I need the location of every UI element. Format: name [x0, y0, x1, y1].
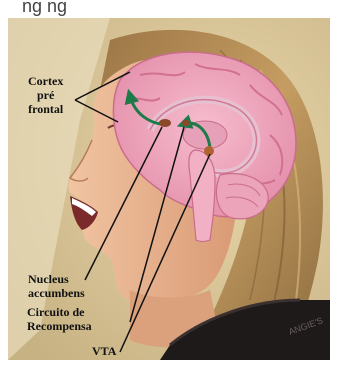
- label-nucleus-accumbens: Nucleus accumbens: [28, 272, 85, 300]
- label-circuito-de-recompensa: Circuito de Recompensa: [27, 305, 92, 333]
- label-cortex-pre-frontal: Cortex pré frontal: [28, 74, 63, 116]
- top-caption-fragment: ng ng: [22, 0, 67, 16]
- circuit-dot: [182, 120, 190, 126]
- label-vta: VTA: [92, 344, 116, 358]
- nucleus-accumbens-dot: [159, 119, 171, 127]
